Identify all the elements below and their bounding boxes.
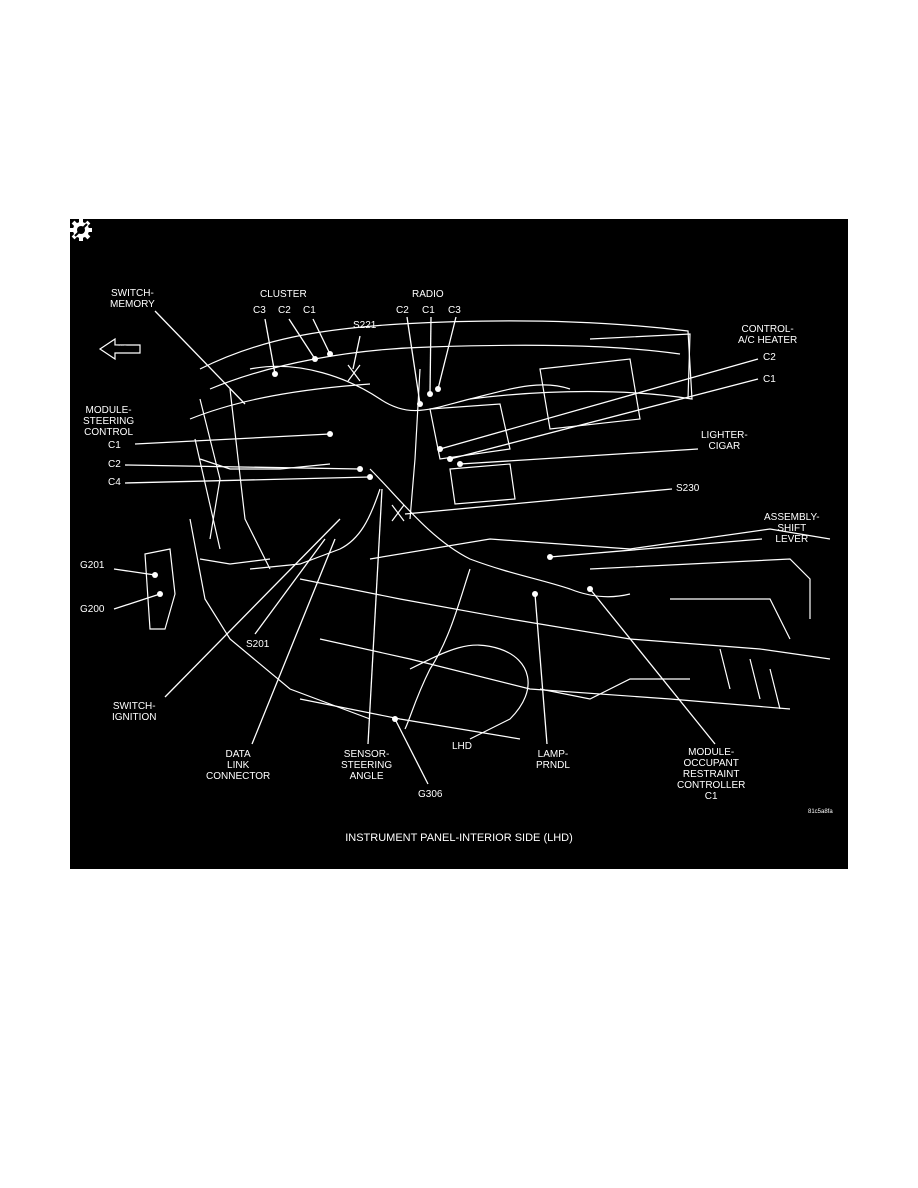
label-radio-c2: C2 — [396, 305, 409, 316]
label-g201: G201 — [80, 560, 105, 571]
label-heater-c2: C2 — [763, 352, 776, 363]
label-g200: G200 — [80, 604, 105, 615]
label-sensor-steering-angle: SENSOR- STEERING ANGLE — [341, 749, 393, 782]
label-s221: S221 — [353, 320, 377, 331]
label-cluster-c1: C1 — [303, 305, 316, 316]
gear-icon — [70, 219, 92, 241]
label-cluster-c2: C2 — [278, 305, 291, 316]
label-switch-memory: SWITCH- MEMORY — [110, 288, 155, 310]
connector-points — [152, 351, 593, 722]
label-lamp-prndl: LAMP- PRNDL — [536, 749, 570, 771]
label-lhd: LHD — [452, 741, 473, 752]
figure-code: 81c5a8fa — [808, 809, 833, 815]
label-cluster-c3: C3 — [253, 305, 266, 316]
label-g306: G306 — [418, 789, 443, 800]
label-msc-c2: C2 — [108, 459, 121, 470]
label-msc-c1: C1 — [108, 440, 121, 451]
label-control-ac-heater: CONTROL- A/C HEATER — [738, 324, 798, 346]
line-art — [98, 320, 831, 740]
label-radio-c1: C1 — [422, 305, 435, 316]
label-data-link-connector: DATA LINK CONNECTOR — [206, 749, 271, 782]
label-heater-c1: C1 — [763, 374, 776, 385]
fwd-arrow-label: FWD — [114, 346, 128, 352]
diagram-artwork — [98, 310, 831, 785]
label-radio: RADIO — [412, 289, 444, 300]
label-s201: S201 — [246, 639, 270, 650]
leader-lines — [113, 310, 763, 785]
label-assembly-shift-lever: ASSEMBLY- SHIFT LEVER — [764, 512, 820, 545]
label-cluster: CLUSTER — [260, 289, 307, 300]
figure-caption: INSTRUMENT PANEL-INTERIOR SIDE (LHD) — [345, 832, 573, 844]
label-msc-c4: C4 — [108, 477, 121, 488]
label-module-occupant-restraint-controller: MODULE- OCCUPANT RESTRAINT CONTROLLER C1 — [677, 747, 746, 802]
label-s230: S230 — [676, 483, 700, 494]
label-module-steering-control: MODULE- STEERING CONTROL — [83, 405, 135, 438]
label-switch-ignition: SWITCH- IGNITION — [112, 701, 157, 723]
label-lighter-cigar: LIGHTER- CIGAR — [701, 430, 748, 452]
label-radio-c3: C3 — [448, 305, 461, 316]
wiring-diagram: FWD SWITCH- MEMORY CLUSTER C3 C2 C1 S221… — [70, 219, 848, 869]
